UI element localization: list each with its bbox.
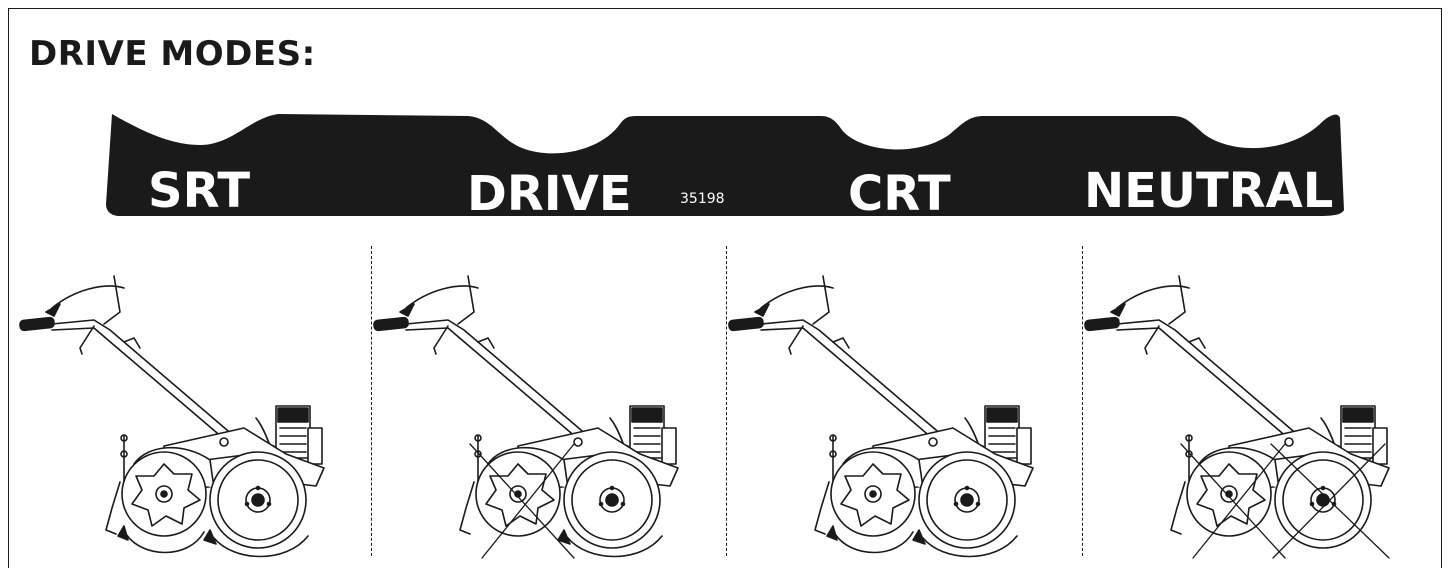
control-lever bbox=[812, 275, 830, 325]
handlebar-tube bbox=[433, 325, 449, 355]
decal-part-number: 35198 bbox=[680, 191, 725, 207]
drag-stake bbox=[105, 481, 121, 535]
tine-rotation-arrow bbox=[117, 525, 205, 554]
panel-divider bbox=[726, 246, 727, 556]
lever-arrow-head bbox=[1110, 303, 1126, 317]
lever-arrow-head bbox=[754, 303, 770, 317]
drive-wheel bbox=[563, 451, 661, 549]
lever-arrow-head bbox=[399, 303, 415, 317]
tiller-illustration-neutral bbox=[1084, 268, 1434, 559]
decal-shape bbox=[106, 114, 1344, 216]
tine-rotation-arrow bbox=[826, 525, 914, 554]
drive-wheel bbox=[1274, 451, 1372, 549]
drag-stake bbox=[814, 481, 830, 535]
engine-top bbox=[1342, 407, 1374, 423]
tiller-illustration-srt bbox=[19, 268, 369, 558]
tine-cross-out bbox=[469, 443, 575, 559]
lever-arrow bbox=[51, 285, 125, 309]
engine-detail bbox=[1344, 427, 1372, 453]
engine-top bbox=[986, 407, 1018, 423]
handlebar-detail bbox=[477, 337, 495, 349]
engine-side bbox=[1016, 427, 1032, 465]
page-title: DRIVE MODES: bbox=[29, 34, 316, 74]
handlebar-tube bbox=[788, 325, 804, 355]
handle-grip bbox=[19, 316, 55, 332]
page-frame bbox=[8, 8, 1442, 568]
handlebar-tube bbox=[1144, 325, 1160, 355]
engine-side bbox=[661, 427, 677, 465]
control-lever bbox=[1168, 275, 1186, 325]
decal-label-srt: SRT bbox=[148, 163, 250, 219]
lever-arrow bbox=[405, 285, 479, 309]
wheel-cross-out bbox=[1270, 443, 1390, 559]
tine-rotor bbox=[830, 451, 916, 537]
engine-detail bbox=[633, 427, 661, 453]
panel-divider bbox=[1082, 246, 1083, 556]
engine-top bbox=[277, 407, 309, 423]
control-lever bbox=[457, 275, 475, 325]
handle-grip bbox=[728, 316, 764, 332]
decal-label-drive: DRIVE bbox=[467, 166, 632, 222]
drag-stake bbox=[1170, 481, 1186, 535]
handlebar-detail bbox=[1188, 337, 1206, 349]
lever-arrow-head bbox=[45, 303, 61, 317]
panel-divider bbox=[371, 246, 372, 556]
engine-side bbox=[307, 427, 323, 465]
drive-wheel bbox=[918, 451, 1016, 549]
tiller-illustration-crt bbox=[728, 268, 1078, 558]
engine-detail bbox=[988, 427, 1016, 453]
handlebar-detail bbox=[123, 337, 141, 349]
lever-arrow bbox=[760, 285, 834, 309]
wheel-rotation-arrow bbox=[203, 529, 309, 558]
engine-detail bbox=[279, 427, 307, 453]
lever-arrow bbox=[1116, 285, 1190, 309]
drag-stake bbox=[459, 481, 475, 535]
engine-top bbox=[631, 407, 663, 423]
tiller-illustration-drive bbox=[373, 268, 723, 559]
engine-side bbox=[1372, 427, 1388, 465]
handle-grip bbox=[373, 316, 409, 332]
handle-grip bbox=[1084, 316, 1120, 332]
handlebar-detail bbox=[832, 337, 850, 349]
wheel-rotation-arrow bbox=[557, 529, 663, 558]
wheel-rotation-arrow bbox=[912, 529, 1018, 558]
decal-label-crt: CRT bbox=[848, 166, 951, 222]
drive-wheel bbox=[209, 451, 307, 549]
control-lever bbox=[103, 275, 121, 325]
handlebar-tube bbox=[79, 325, 95, 355]
tine-rotor bbox=[121, 451, 207, 537]
tine-cross-out bbox=[1180, 443, 1286, 559]
decal-label-neutral: NEUTRAL bbox=[1084, 163, 1333, 219]
